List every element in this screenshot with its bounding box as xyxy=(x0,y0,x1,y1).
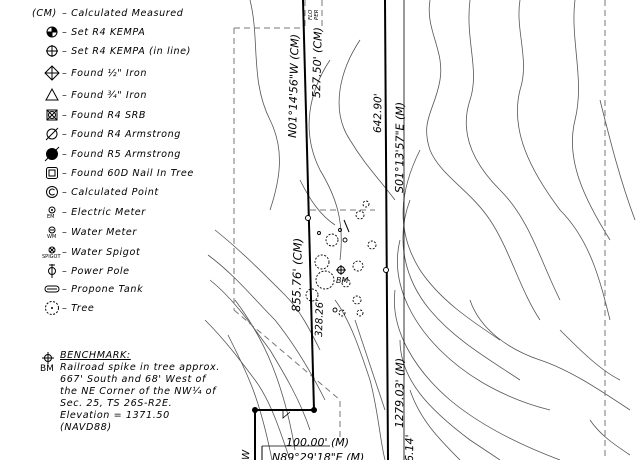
legend-label: Set R4 KEMPA (in line) xyxy=(71,45,192,57)
legend-label: Found 60D Nail In Tree xyxy=(71,167,194,179)
legend-label: Found R5 Armstrong xyxy=(71,148,181,160)
property-lines xyxy=(254,0,389,460)
legend-label: Power Pole xyxy=(71,265,130,277)
map-annotations: N01°14'56"W (CM) 527.50' (CM) 855.76' (C… xyxy=(241,9,416,460)
dashed-boundaries xyxy=(233,0,606,460)
legend-item-found-r5-armstrong: – Found R5 Armstrong xyxy=(44,146,181,162)
water-spigot-sublabel: SPIGOT xyxy=(42,254,61,260)
east-bearing-label: S01°13'57"E (M) xyxy=(393,102,407,193)
legend-item-water-meter: WM – Water Meter xyxy=(47,224,137,240)
west-distance-lower: 328.26' xyxy=(314,299,326,337)
legend-item-calculated-measured: (CM) – Calculated Measured xyxy=(32,7,184,19)
benchmark-line: Railroad spike in tree approx. xyxy=(60,362,220,373)
benchmark-symbol-label: BM xyxy=(40,364,54,374)
legend-item-found-r4-armstrong: – Found R4 Armstrong xyxy=(45,126,181,142)
power-pole-icon xyxy=(42,261,62,281)
tree-cluster xyxy=(305,200,377,317)
legend: (CM) – Calculated Measured – Set R4 KEMP… xyxy=(0,0,210,460)
benchmark-title: BENCHMARK: xyxy=(60,350,131,361)
found-r4-armstrong-icon xyxy=(42,124,62,144)
water-spigot-icon: SPIGOT xyxy=(42,242,62,262)
benchmark-elevation: Elevation = 1371.50 xyxy=(60,410,170,421)
map-benchmark-icon xyxy=(336,265,346,275)
calculated-point-icon xyxy=(42,182,62,202)
benchmark-line: the NE Corner of the NW¼ of xyxy=(60,386,217,397)
east-distance-lower: 1279.03' (M) xyxy=(393,358,407,428)
corner-points xyxy=(252,215,389,413)
legend-item-found-half-iron: – Found ½" Iron xyxy=(44,65,148,81)
legend-item-power-pole: – Power Pole xyxy=(48,263,130,279)
legend-label: Tree xyxy=(71,302,95,314)
benchmark-icon: BM xyxy=(40,350,60,380)
legend-label: Found R4 Armstrong xyxy=(71,128,181,140)
top-corner-text-2: PER xyxy=(314,9,320,20)
electric-meter-icon: EM xyxy=(42,202,62,222)
found-nail-in-tree-icon xyxy=(42,163,62,183)
bottom-distance-label: 100.00' (M) xyxy=(286,436,349,449)
legend-label: Found ½" Iron xyxy=(71,67,148,79)
legend-item-calculated-point: – Calculated Point xyxy=(46,184,159,200)
legend-item-set-r4-kempa: – Set R4 KEMPA xyxy=(46,24,146,40)
west-bearing-label: N01°14'56"W (CM) xyxy=(286,34,302,138)
legend-item-found-three-quarter-iron: – Found ¾" Iron xyxy=(45,87,148,103)
east-partial-distance: 6.14' xyxy=(403,434,416,460)
benchmark-line: 667' South and 68' West of xyxy=(60,374,206,385)
found-three-quarter-iron-icon xyxy=(42,85,62,105)
legend-item-found-r4-srb: – Found R4 SRB xyxy=(46,107,147,123)
legend-label: Propone Tank xyxy=(71,283,144,295)
benchmark-line: Sec. 25, TS 26S-R2E. xyxy=(60,398,173,409)
legend-label: Set R4 KEMPA xyxy=(71,26,146,38)
legend-label: Water Meter xyxy=(71,226,137,238)
contour-lines xyxy=(204,0,636,460)
legend-item-propane-tank: – Propone Tank xyxy=(44,281,144,297)
legend-item-tree: – Tree xyxy=(45,300,95,316)
legend-label: Calculated Point xyxy=(71,186,159,198)
found-r5-armstrong-icon xyxy=(42,144,62,164)
west-distance-total: 855.76' (CM) xyxy=(289,238,305,312)
legend-item-found-nail-in-tree: – Found 60D Nail In Tree xyxy=(46,165,194,181)
set-r4-kempa-icon xyxy=(42,22,62,42)
found-half-iron-icon xyxy=(42,63,62,83)
tree-icon xyxy=(42,298,62,318)
legend-label: Calculated Measured xyxy=(71,7,184,19)
water-meter-sublabel: WM xyxy=(47,234,57,240)
map-bm-label: BM xyxy=(336,276,348,285)
legend-item-electric-meter: EM – Electric Meter xyxy=(47,204,146,220)
legend-label: Found ¾" Iron xyxy=(71,89,148,101)
legend-item-water-spigot: SPIGOT – Water Spigot xyxy=(42,244,141,260)
water-meter-icon: WM xyxy=(42,222,62,242)
found-r4-srb-icon xyxy=(42,105,62,125)
set-r4-kempa-inline-icon xyxy=(42,41,62,61)
east-distance-top: 642.90' xyxy=(372,93,384,133)
legend-item-set-r4-kempa-inline: – Set R4 KEMPA (in line) xyxy=(46,43,192,59)
legend-label: Water Spigot xyxy=(71,246,141,258)
calculated-measured-code: (CM) xyxy=(32,7,57,19)
electric-meter-sublabel: EM xyxy=(47,214,55,220)
top-corner-text-1: FLO xyxy=(308,9,314,20)
west-distance-top: 527.50' (CM) xyxy=(310,27,325,98)
propane-tank-icon xyxy=(42,279,62,299)
legend-label: Electric Meter xyxy=(71,206,146,218)
benchmark-datum: (NAVD88) xyxy=(60,422,112,433)
bottom-bearing-label: N89°29'18"E (M) xyxy=(272,451,364,460)
legend-label: Found R4 SRB xyxy=(71,109,147,121)
partial-w-label: W xyxy=(241,449,252,460)
